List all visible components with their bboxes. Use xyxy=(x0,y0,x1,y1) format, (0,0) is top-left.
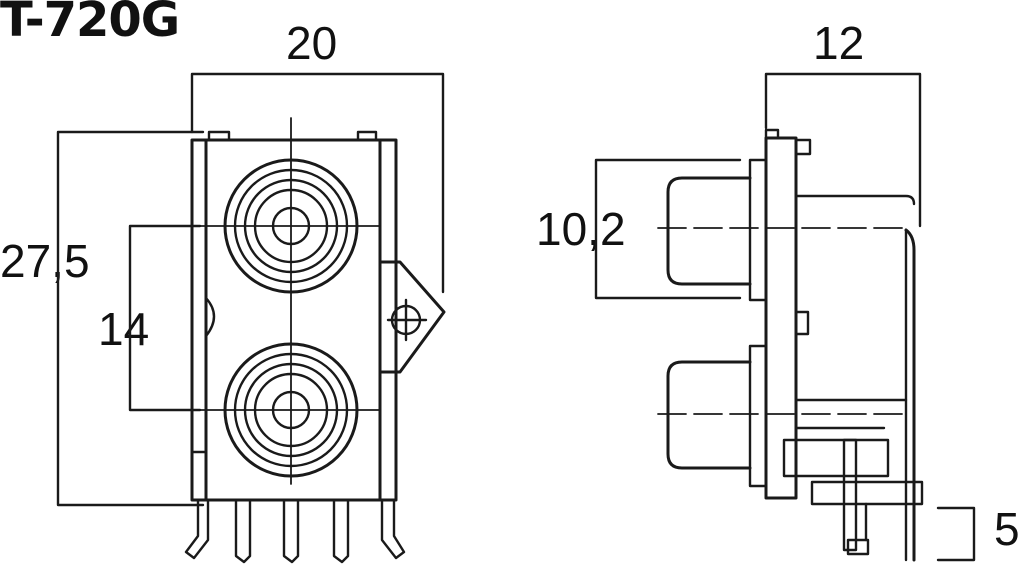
dimension-width-20 xyxy=(190,72,445,294)
dimension-spacing-14 xyxy=(128,224,202,412)
solder-pins-front xyxy=(184,498,406,564)
model-title: T-720G xyxy=(0,0,180,48)
connector-plate-side xyxy=(748,128,812,500)
dimension-depth-12 xyxy=(764,72,922,228)
dimension-height-10-2 xyxy=(594,158,742,300)
dim-front-width-label: 20 xyxy=(286,17,338,69)
dim-jack-spacing-label: 14 xyxy=(98,303,150,355)
mounting-hole xyxy=(386,298,428,342)
dim-side-jack-height-label: 10,2 xyxy=(536,203,626,255)
connector-body-side xyxy=(782,194,924,562)
jack-barrel-upper xyxy=(666,176,752,286)
dim-side-depth-label: 12 xyxy=(813,17,865,69)
dimension-height-27-5 xyxy=(56,130,205,507)
dimension-pin-5 xyxy=(936,506,976,562)
jack-barrel-lower xyxy=(666,360,752,470)
centre-lines-side xyxy=(657,227,909,415)
dim-pin-length-label: 5 xyxy=(994,503,1020,555)
dim-front-height-label: 27,5 xyxy=(0,235,90,287)
centre-lines-front xyxy=(199,117,381,485)
